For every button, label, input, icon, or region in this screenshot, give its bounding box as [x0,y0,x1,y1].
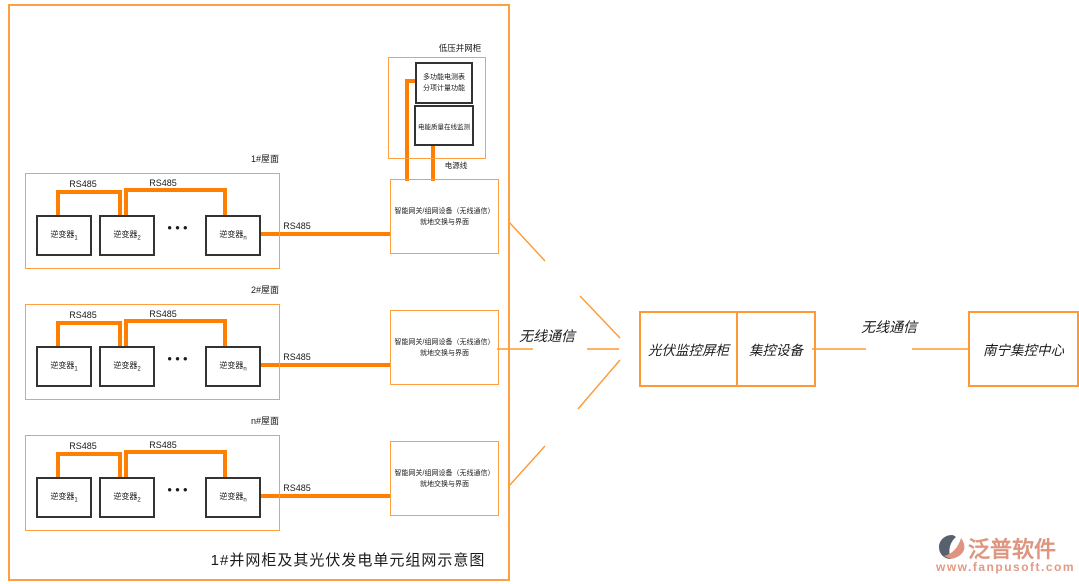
roof-group-box [25,304,280,400]
gateway-line-1: 智能网关/组网设备（无线通信） [394,469,495,477]
inverter-box: 逆变器2 [99,215,155,256]
wireless-label-left: 无线通信 [519,328,575,344]
ellipsis-dots: ●●● [167,485,191,494]
rs485-bus-line [56,452,122,478]
inverter-label: 逆变器 [113,492,138,502]
power-feed-line [405,79,415,181]
roof-label: 1#屋面 [250,154,279,164]
gateway-line-1: 智能网关/组网设备（无线通信） [394,338,495,346]
fanpu-logo-icon [939,535,965,559]
rs485-label: RS485 [283,483,311,493]
rs485-label: RS485 [149,309,177,319]
multifunction-meter-box: 多功能电测表 分项计量功能 [415,62,473,104]
inverter-box: 逆变器1 [36,215,92,256]
inverter-box: 逆变器2 [99,477,155,518]
ellipsis-dots: ●●● [167,223,191,232]
smart-gateway-box: 智能网关/组网设备（无线通信） 就地交换与界面 [390,441,499,516]
diagram-title: 1#并网柜及其光伏发电单元组网示意图 [210,552,486,569]
smart-gateway-box: 智能网关/组网设备（无线通信） 就地交换与界面 [390,310,499,385]
inverter-box: 逆变器1 [36,346,92,387]
fanpu-brand-text: 泛普软件 [968,537,1057,562]
rs485-bus-line [124,319,227,347]
ellipsis-dots: ●●● [167,354,191,363]
roof-group-box [25,435,280,531]
roof-label: n#屋面 [250,416,279,426]
roof-group-box [25,173,280,269]
rs485-bus-line [124,450,227,478]
gateway-line-1: 智能网关/组网设备（无线通信） [394,207,495,215]
wireless-label-right: 无线通信 [861,319,917,335]
gateway-line-2: 就地交换与界面 [420,349,469,357]
inverter-box: 逆变器n [205,215,261,256]
rs485-label: RS485 [69,441,97,451]
power-quality-monitor-box: 电能质量在线监测 [414,105,474,146]
power-line-label: 电源线 [444,161,468,170]
rs485-label: RS485 [149,440,177,450]
control-center-box: 南宁集控中心 [968,311,1079,387]
meter-line-1: 多功能电测表 [423,74,465,81]
fan-line [508,445,546,487]
pv-monitor-cabinet-cell: 光伏监控屏柜 [648,343,729,358]
fanpu-url-text: www.fanpusoft.com [936,560,1076,574]
control-equipment-cell: 集控设备 [736,313,814,385]
fan-line [577,359,621,410]
power-quality-label: 电能质量在线监测 [418,123,470,131]
inverter-label: 逆变器 [219,492,244,502]
smart-gateway-box: 智能网关/组网设备（无线通信） 就地交换与界面 [390,179,499,254]
rs485-label: RS485 [69,310,97,320]
pv-monitor-cabinet-box: 光伏监控屏柜 集控设备 [639,311,816,387]
outer-diagram-box [8,4,510,581]
fan-line [579,295,621,339]
gateway-line-2: 就地交换与界面 [420,480,469,488]
inverter-box: 逆变器n [205,346,261,387]
inverter-label: 逆变器 [113,361,138,371]
lv-grid-cabinet-label: 低压并网柜 [438,43,482,53]
inverter-box: 逆变器2 [99,346,155,387]
inverter-box: 逆变器n [205,477,261,518]
meter-line-2: 分项计量功能 [423,85,465,92]
rs485-bus-line [56,321,122,347]
inverter-label: 逆变器 [50,492,75,502]
rs485-bus-line [124,188,227,216]
rs485-label: RS485 [283,221,311,231]
lv-grid-cabinet-box [388,57,486,159]
inverter-box: 逆变器1 [36,477,92,518]
inverter-label: 逆变器 [219,230,244,240]
rs485-bus-line [56,190,122,216]
rs485-label: RS485 [69,179,97,189]
inverter-label: 逆变器 [50,230,75,240]
rs485-label: RS485 [283,352,311,362]
inverter-label: 逆变器 [50,361,75,371]
inverter-label: 逆变器 [219,361,244,371]
fan-line [508,221,546,262]
rs485-label: RS485 [149,178,177,188]
roof-label: 2#屋面 [250,285,279,295]
inverter-label: 逆变器 [113,230,138,240]
gateway-line-2: 就地交换与界面 [420,218,469,226]
fanpu-logo: 泛普软件 www.fanpusoft.com [930,532,1079,580]
